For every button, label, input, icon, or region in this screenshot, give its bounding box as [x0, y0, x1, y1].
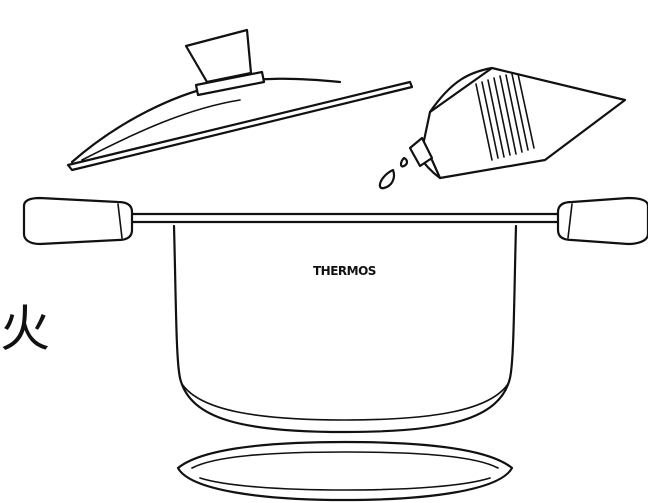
heat-glyph: 火: [0, 304, 50, 354]
oil-drops: [380, 158, 407, 188]
lid-knob: [186, 30, 264, 95]
oil-bottle: [410, 68, 625, 178]
left-handle: [24, 198, 132, 244]
right-handle: [558, 198, 648, 244]
pot-brand-label: THERMOS: [313, 264, 376, 278]
pot-lid: [68, 79, 412, 170]
stove-burner: [178, 442, 512, 500]
pot-body: [130, 214, 560, 432]
